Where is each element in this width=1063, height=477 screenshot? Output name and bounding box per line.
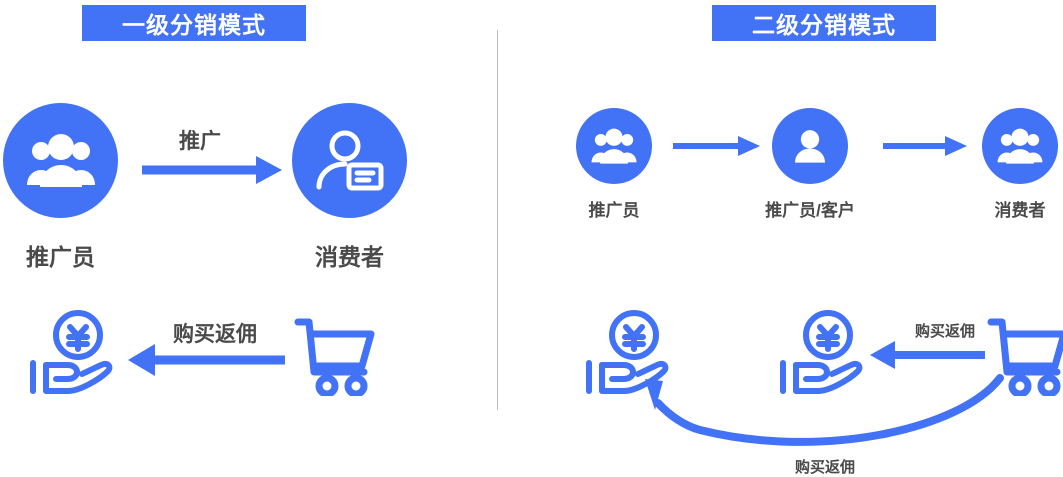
shopping-cart-icon-left: [293, 312, 377, 401]
node-circle-promoter-right: [576, 108, 652, 184]
panel-title-right: 二级分销模式: [712, 5, 936, 41]
person-card-icon: [316, 130, 383, 190]
people-group-icon: [591, 128, 637, 164]
arrow-right-2: [883, 136, 967, 156]
node-circle-consumer-right: [982, 108, 1058, 184]
node-label-promoter-customer: 推广员/客户: [765, 201, 855, 220]
hand-coin-yuan-icon-right-2: [772, 310, 874, 403]
edge-label-rebate-right-straight: 购买返佣: [914, 323, 975, 340]
node-circle-promoter-left: [3, 103, 118, 218]
arrow-right-1: [673, 136, 760, 156]
panel-title-left: 一级分销模式: [82, 5, 306, 41]
edge-label-promote-left: 推广: [179, 130, 221, 153]
people-group-icon: [997, 128, 1043, 164]
person-icon: [795, 130, 825, 163]
hand-coin-yuan-icon-left: [22, 310, 124, 403]
node-label-promoter-right: 推广员: [588, 201, 640, 220]
node-circle-consumer-left: [292, 103, 407, 218]
edge-label-rebate-left: 购买返佣: [173, 323, 257, 346]
hand-coin-yuan-icon-right-1: [578, 310, 680, 403]
node-label-consumer-right: 消费者: [994, 201, 1046, 220]
arrow-rebate-left: [128, 344, 285, 376]
people-group-icon: [26, 133, 95, 187]
shopping-cart-icon-right: [986, 312, 1063, 401]
arrow-rebate-right-straight: [870, 341, 985, 369]
node-label-promoter-left: 推广员: [26, 244, 95, 270]
arrow-promote-left: [142, 156, 282, 184]
node-circle-promoter-customer: [772, 108, 848, 184]
panel-divider: [497, 30, 498, 410]
edge-label-rebate-right-curve: 购买返佣: [794, 459, 855, 476]
node-label-consumer-left: 消费者: [315, 244, 384, 270]
